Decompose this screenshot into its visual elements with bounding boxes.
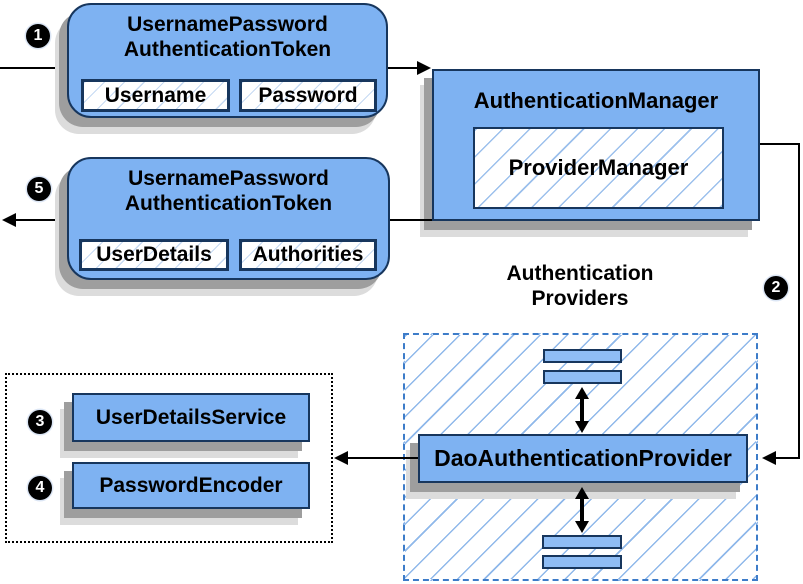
request-flow-line-left <box>0 67 67 69</box>
dao-to-services-line <box>348 457 418 459</box>
step-2-connector-bottom <box>776 457 800 459</box>
provider-manager-node: ProviderManager <box>473 127 724 209</box>
request-token-title-line2: AuthenticationToken <box>123 38 332 61</box>
arrow-left-icon <box>762 451 776 465</box>
request-token-node: UsernamePassword AuthenticationToken Use… <box>67 3 388 118</box>
double-arrow-vertical-icon <box>575 387 589 433</box>
authentication-manager-title: AuthenticationManager <box>473 88 719 113</box>
providers-group-label: Authentication Providers <box>470 261 690 311</box>
response-token-title-line1: UsernamePassword <box>128 167 329 190</box>
provider-placeholder-bar <box>542 555 622 569</box>
user-details-field-box: UserDetails <box>79 239 229 271</box>
step-2-connector-vertical <box>798 143 800 459</box>
step-2-badge: 2 <box>764 276 788 300</box>
password-encoder-node: PasswordEncoder <box>72 462 310 509</box>
request-token-title-line1: UsernamePassword <box>127 13 328 36</box>
provider-placeholder-bar <box>543 370 622 384</box>
response-token-node: UsernamePassword AuthenticationToken Use… <box>67 157 390 280</box>
providers-label-line1: Authentication <box>506 262 654 285</box>
request-token-title: UsernamePassword AuthenticationToken <box>69 12 386 62</box>
response-token-title: UsernamePassword AuthenticationToken <box>69 166 388 216</box>
user-details-service-node: UserDetailsService <box>72 393 310 442</box>
provider-placeholder-bar <box>543 349 622 363</box>
arrow-right-icon <box>417 61 431 75</box>
step-4-badge: 4 <box>28 476 52 500</box>
services-dotted-group <box>5 373 333 543</box>
username-field-box: Username <box>81 79 230 112</box>
double-arrow-vertical-icon <box>575 487 589 533</box>
authorities-field-box: Authorities <box>239 239 377 271</box>
step-2-connector-top <box>760 143 800 145</box>
arrow-left-icon <box>334 451 348 465</box>
password-field-box: Password <box>239 79 377 112</box>
step-5-badge: 5 <box>27 177 51 201</box>
dao-authentication-provider-node: DaoAuthenticationProvider <box>418 434 748 483</box>
step-1-badge: 1 <box>26 24 50 48</box>
request-flow-line-right <box>388 67 418 69</box>
manager-return-line <box>390 219 432 221</box>
response-token-title-line2: AuthenticationToken <box>124 192 333 215</box>
providers-label-line2: Providers <box>531 287 629 310</box>
authentication-manager-node: AuthenticationManager ProviderManager <box>432 69 760 221</box>
provider-placeholder-bar <box>542 535 622 549</box>
arrow-left-icon <box>2 213 16 227</box>
step-3-badge: 3 <box>28 410 52 434</box>
response-flow-line <box>16 219 67 221</box>
